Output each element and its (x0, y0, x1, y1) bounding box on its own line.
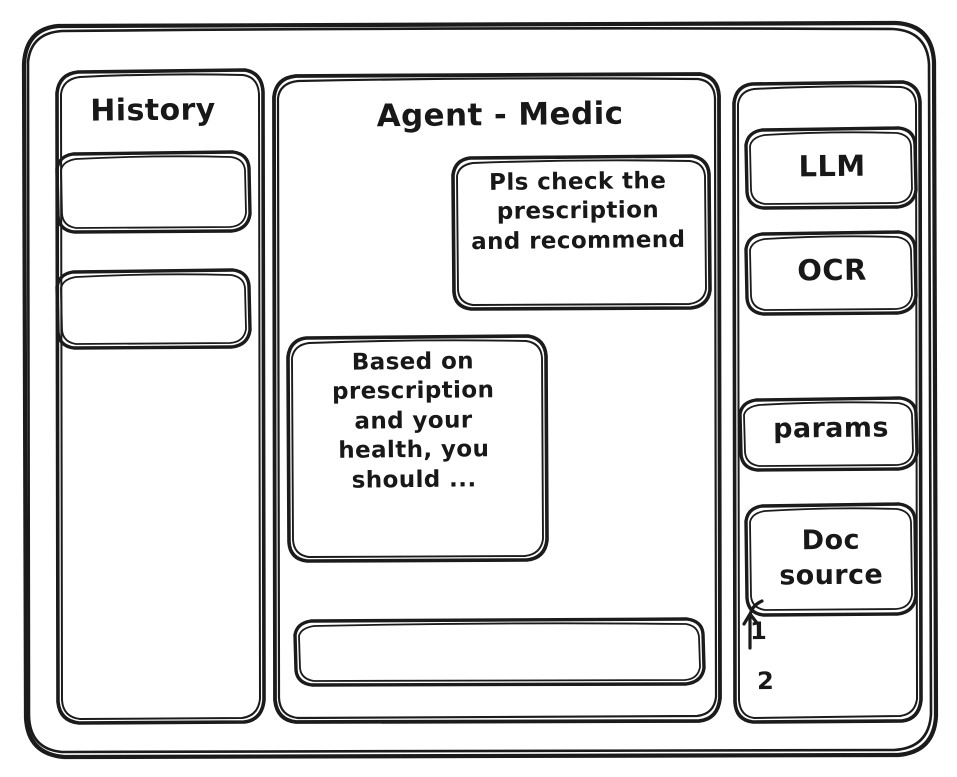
user-message-bubble (453, 156, 711, 310)
tools-panel-outline (732, 80, 923, 724)
ocr-button-outline-2 (749, 235, 913, 311)
composer-input-outline-2 (298, 622, 701, 682)
agent-message-bubble (288, 336, 548, 562)
window-frame-outline-2 (26, 27, 933, 754)
ocr-button[interactable] (746, 232, 917, 315)
history-item-1[interactable] (57, 152, 250, 232)
window-frame-outline (21, 20, 939, 760)
llm-button-outline-2 (749, 131, 913, 205)
composer-input-outline (293, 617, 706, 687)
history-panel-outline (55, 68, 266, 725)
main-panel-outline-2 (276, 77, 718, 720)
llm-button-outline (744, 126, 918, 210)
tools-panel-outline-2 (737, 85, 918, 719)
history-item-1-outline (55, 150, 252, 234)
doc-source-button-outline-2 (749, 507, 913, 611)
history-item-2-outline (55, 268, 252, 350)
history-item-2[interactable] (57, 270, 250, 348)
doc-source-button-outline (744, 502, 918, 617)
agent-message-bubble-outline (286, 334, 549, 563)
user-message-bubble-outline (451, 154, 712, 311)
composer-input[interactable] (295, 619, 705, 686)
user-message-bubble-outline-2 (456, 159, 707, 306)
params-button-outline-2 (743, 401, 914, 467)
ocr-button-outline (744, 230, 918, 316)
agent-message-bubble-outline-2 (291, 339, 544, 558)
params-button-outline (738, 396, 919, 472)
history-item-2-outline-2 (60, 273, 247, 345)
doc-source-button[interactable] (746, 504, 917, 616)
history-panel-outline-2 (60, 73, 261, 720)
main-panel-outline (272, 72, 722, 724)
llm-button[interactable] (746, 128, 917, 209)
history-item-1-outline-2 (60, 155, 247, 229)
doc-source-connector-arrow (742, 612, 759, 626)
params-button[interactable] (740, 398, 918, 471)
